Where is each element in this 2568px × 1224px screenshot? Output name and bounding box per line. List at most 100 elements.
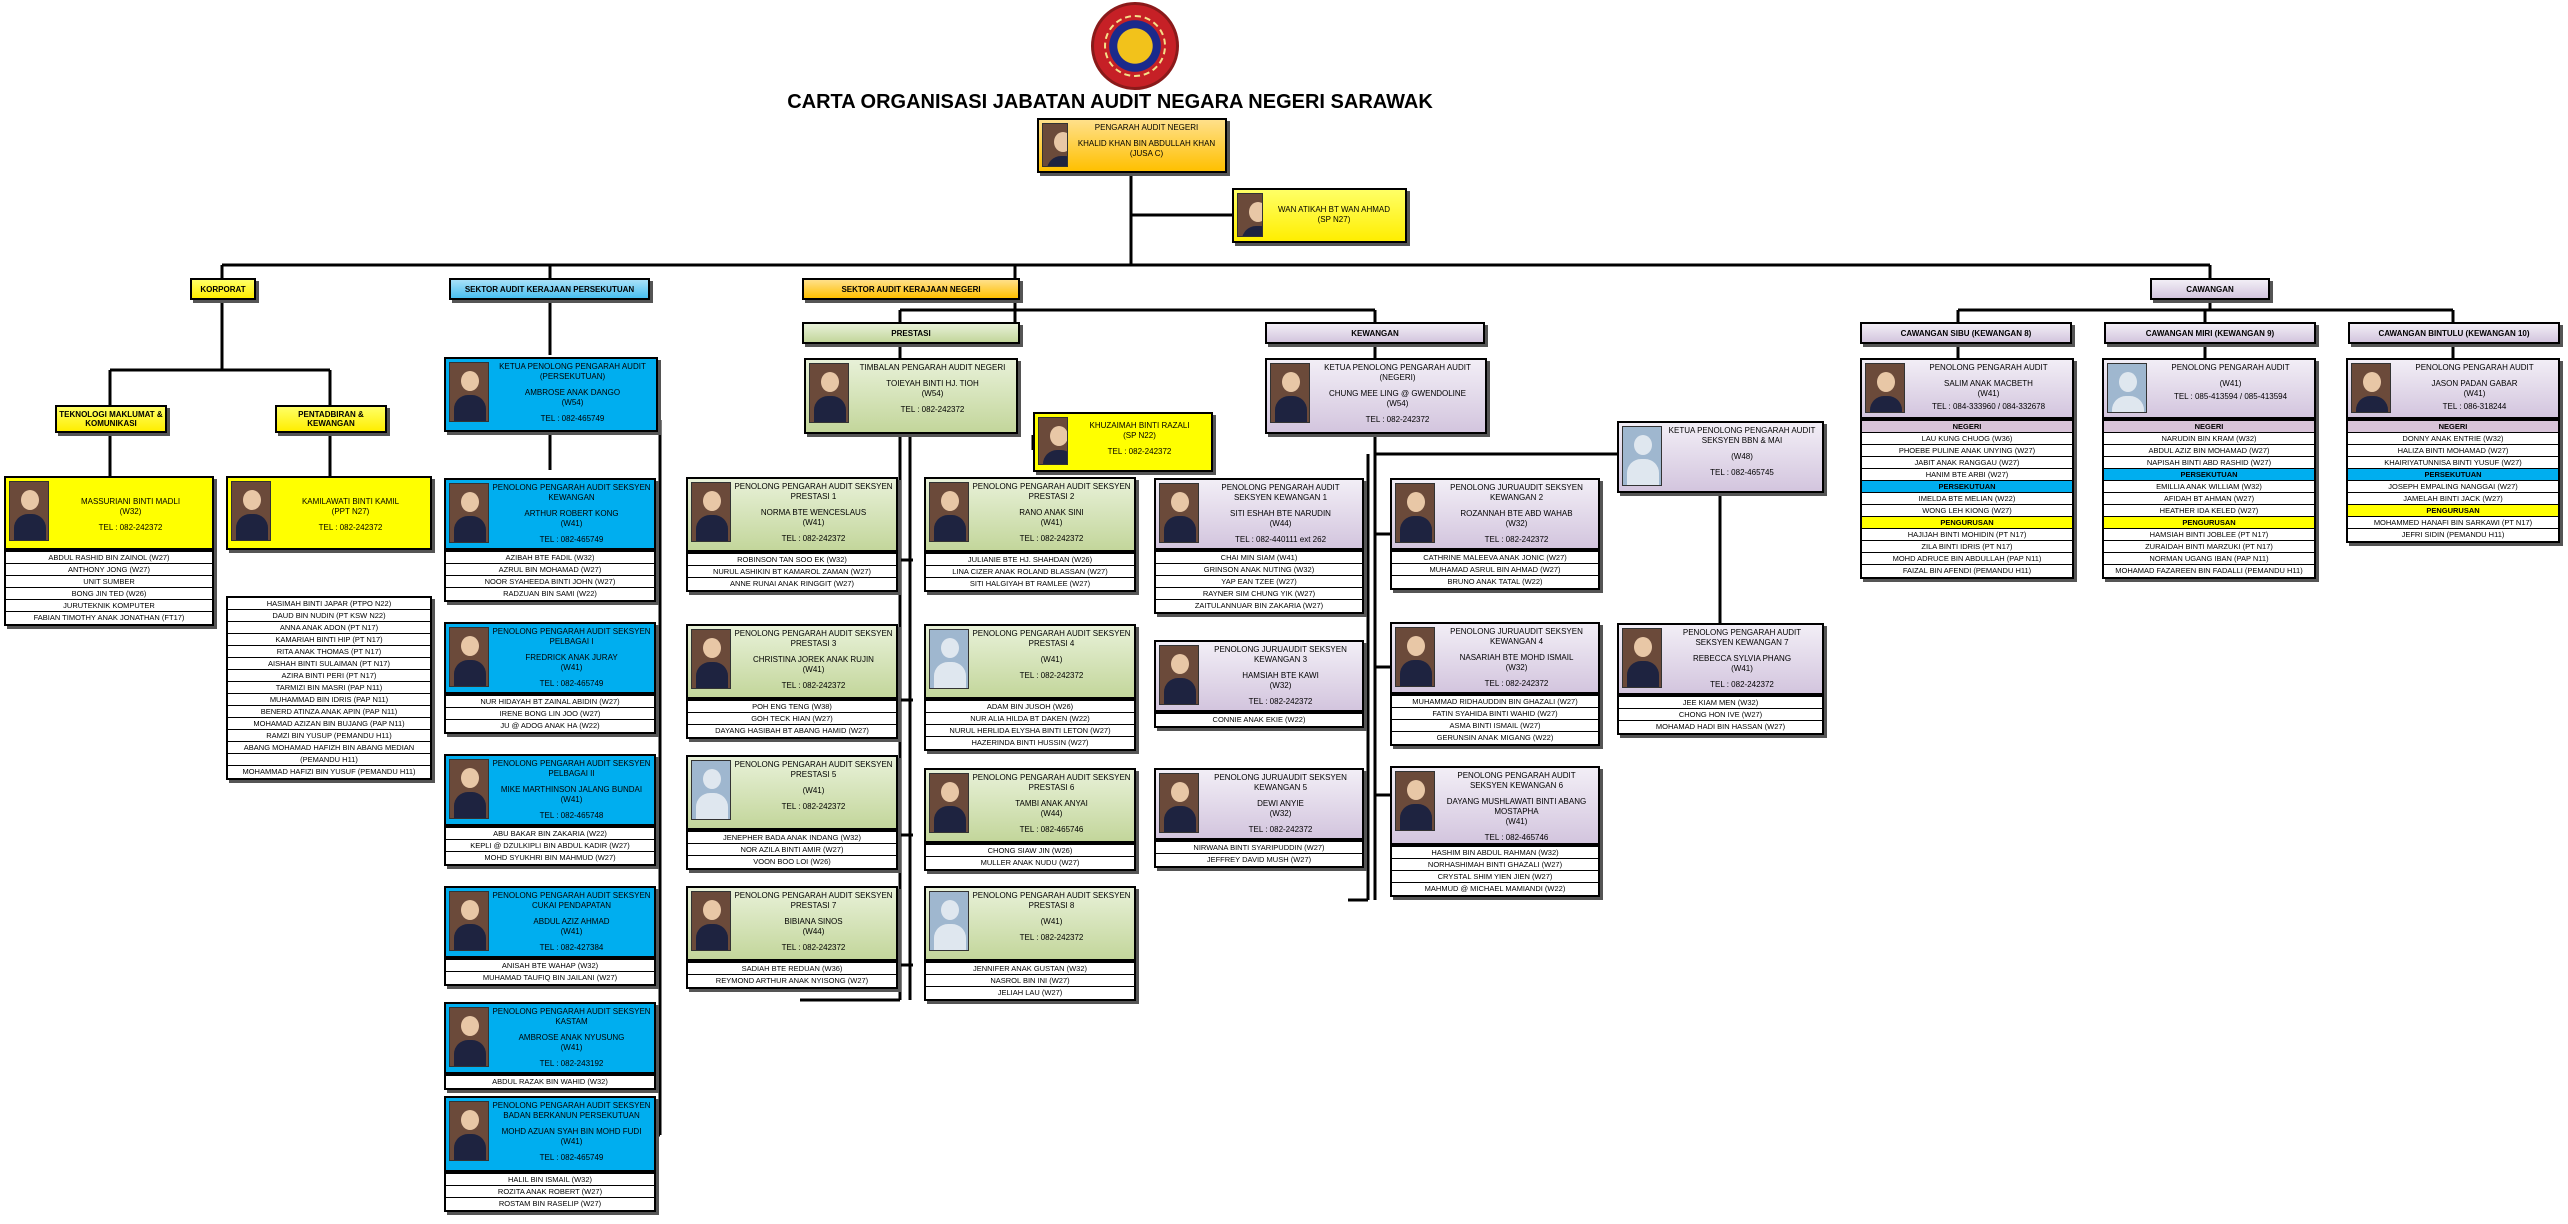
list-item: MUHAMAD TAUFIQ BIN JAILANI (W27) bbox=[482, 973, 618, 982]
list-item: NURUL ASHIKIN BT KAMAROL ZAMAN (W27) bbox=[688, 566, 896, 578]
tmk-head-name: MASSURIANI BINTI MADLI bbox=[80, 497, 181, 506]
unit-title: PENOLONG PENGARAH AUDIT SEKSYEN BADAN BE… bbox=[492, 1101, 651, 1120]
list-item: AFIDAH BT AHMAN (W27) bbox=[2104, 493, 2314, 505]
unit-head-name: SITI ESHAH BTE NARUDIN bbox=[1230, 509, 1331, 518]
list-item: JEFFREY DAVID MUSH (W27) bbox=[1206, 855, 1312, 864]
unit-title: PENOLONG PENGARAH AUDIT SEKSYEN KEWANGAN… bbox=[1682, 628, 1802, 647]
list-item: HASIMAH BINTI JAPAR (PTPO N22) bbox=[228, 598, 430, 610]
unit-head-name: SALIM ANAK MACBETH bbox=[1944, 379, 2033, 388]
list-item: MOHD SYUKHRI BIN MAHMUD (W27) bbox=[484, 853, 616, 862]
list-item: AISHAH BINTI SULAIMAN (PT N17) bbox=[228, 658, 430, 670]
unit-tel: TEL : 082-242372 bbox=[1484, 535, 1549, 544]
unit-title: PENOLONG PENGARAH AUDIT bbox=[2171, 363, 2290, 372]
pent-staff-list: HASIMAH BINTI JAPAR (PTPO N22) DAUD BIN … bbox=[226, 596, 432, 780]
unit-tel: TEL : 082-465746 bbox=[1019, 825, 1084, 834]
bbn-head-grade: (W48) bbox=[1731, 452, 1753, 461]
kew-head-grade: (W54) bbox=[1386, 399, 1409, 408]
list-item: HALIZA BINTI MOHAMAD (W27) bbox=[2348, 445, 2558, 457]
list-item: JABIT ANAK RANGGAU (W27) bbox=[1862, 457, 2072, 469]
unit-title: PENOLONG PENGARAH AUDIT SEKSYEN PRESTASI… bbox=[734, 629, 893, 648]
list-item: BRUNO ANAK TATAL (W22) bbox=[1447, 577, 1543, 586]
unit-tel: TEL : 082-465748 bbox=[539, 811, 604, 820]
list-item: ADAM BIN JUSOH (W26) bbox=[926, 701, 1134, 713]
list-item: JULIANIE BTE HJ. SHAHDAN (W26) bbox=[926, 554, 1134, 566]
unit-tel: TEL : 082-465749 bbox=[539, 679, 604, 688]
list-item: ANNA ANAK ADON (PT N17) bbox=[228, 622, 430, 634]
kew-unit-photo bbox=[1395, 771, 1435, 831]
list-item: ANNE RUNAI ANAK RINGGIT (W27) bbox=[729, 579, 855, 588]
unit-tel: TEL : 082-427384 bbox=[539, 943, 604, 952]
branch-head-photo bbox=[2351, 363, 2391, 413]
unit-head-grade: (W44) bbox=[1269, 519, 1292, 528]
tmk-head-grade: (W32) bbox=[119, 507, 142, 516]
kew-unit-staff: CONNIE ANAK EKIE (W22) bbox=[1154, 712, 1364, 728]
list-item: RAYNER SIM CHUNG YIK (W27) bbox=[1156, 588, 1362, 600]
fed-unit-box: PENOLONG PENGARAH AUDIT SEKSYEN PELBAGAI… bbox=[444, 754, 656, 826]
bbn-head-box: KETUA PENOLONG PENGARAH AUDIT SEKSYEN BB… bbox=[1617, 421, 1824, 493]
unit-head-grade: (W41) bbox=[1040, 518, 1063, 527]
section-korporat: KORPORAT bbox=[190, 278, 256, 300]
prestasi-secretary-photo bbox=[1038, 417, 1068, 465]
fed-unit-staff: NUR HIDAYAH BT ZAINAL ABIDIN (W27) IRENE… bbox=[444, 694, 656, 734]
list-item: REYMOND ARTHUR ANAK NYISONG (W27) bbox=[715, 976, 869, 985]
list-item: WONG LEH KIONG (W27) bbox=[1862, 505, 2072, 517]
list-item: VOON BOO LOI (W26) bbox=[753, 857, 831, 866]
unit-head-name: REBECCA SYLVIA PHANG bbox=[1692, 654, 1792, 663]
unit-tel: TEL : 082-242372 bbox=[781, 943, 846, 952]
director-name: KHALID KHAN BIN ABDULLAH KHAN bbox=[1077, 139, 1216, 148]
kew-unit-photo bbox=[1395, 483, 1435, 543]
list-item: RITA ANAK THOMAS (PT N17) bbox=[228, 646, 430, 658]
unit-head-name: HAMSIAH BTE KAWI bbox=[1242, 671, 1319, 680]
kew-unit-staff: CATHRINE MALEEVA ANAK JONIC (W27) MUHAMA… bbox=[1390, 550, 1600, 590]
list-item: UNIT SUMBER bbox=[6, 576, 212, 588]
unit-head-grade: (W41) bbox=[802, 518, 825, 527]
unit-head-grade: (W41) bbox=[1505, 817, 1528, 826]
unit-title: PENOLONG PENGARAH AUDIT SEKSYEN KEWANGAN bbox=[492, 483, 651, 502]
list-item: DAYANG HASIBAH BT ABANG HAMID (W27) bbox=[715, 726, 869, 735]
placeholder-photo bbox=[929, 629, 969, 689]
kew-unit-photo bbox=[1159, 773, 1199, 833]
placeholder-photo bbox=[2107, 363, 2147, 413]
list-item: EMILLIA ANAK WILLIAM (W32) bbox=[2104, 481, 2314, 493]
unit-tel: TEL : 082-465749 bbox=[539, 1153, 604, 1162]
list-item: JOSEPH EMPALING NANGGAI (W27) bbox=[2348, 481, 2558, 493]
prestasi-secretary-box: KHUZAIMAH BINTI RAZALI(SP N22)TEL : 082-… bbox=[1033, 412, 1213, 472]
unit-title: PENOLONG JURUAUDIT SEKSYEN KEWANGAN 5 bbox=[1214, 773, 1347, 792]
unit-title: PENOLONG JURUAUDIT SEKSYEN KEWANGAN 3 bbox=[1214, 645, 1347, 664]
unit-tel: TEL : 082-242372 bbox=[1484, 679, 1549, 688]
unit-head-name: TAMBI ANAK ANYAI bbox=[1015, 799, 1088, 808]
list-item: FAIZAL BIN AFENDI (PEMANDU H11) bbox=[1902, 566, 2032, 575]
list-item: JAMELAH BINTI JACK (W27) bbox=[2348, 493, 2558, 505]
unit-title: PENOLONG PENGARAH AUDIT SEKSYEN PRESTASI… bbox=[734, 760, 893, 779]
unit-tmk: TEKNOLOGI MAKLUMAT & KOMUNIKASI bbox=[55, 405, 167, 433]
unit-prestasi: PRESTASI bbox=[802, 322, 1020, 344]
unit-title: PENOLONG JURUAUDIT SEKSYEN KEWANGAN 2 bbox=[1450, 483, 1583, 502]
list-item: JURUTEKNIK KOMPUTER bbox=[6, 600, 212, 612]
prestasi-unit-staff: JENEPHER BADA ANAK INDANG (W32) NOR AZIL… bbox=[686, 830, 898, 870]
prestasi-unit-box: PENOLONG PENGARAH AUDIT SEKSYEN PRESTASI… bbox=[686, 624, 898, 699]
unit-title: PENOLONG PENGARAH AUDIT SEKSYEN PRESTASI… bbox=[734, 891, 893, 910]
director-title: PENGARAH AUDIT NEGERI bbox=[1094, 123, 1199, 132]
unit-head-grade: (W41) bbox=[560, 795, 583, 804]
unit-tel: TEL : 082-242372 bbox=[781, 681, 846, 690]
group-header: PERSEKUTUAN bbox=[1862, 481, 2072, 493]
unit-title: PENOLONG PENGARAH AUDIT SEKSYEN PELBAGAI… bbox=[492, 759, 651, 778]
list-item: FATIN SYAHIDA BINTI WAHID (W27) bbox=[1392, 708, 1598, 720]
list-item: IMELDA BTE MELIAN (W22) bbox=[1862, 493, 2072, 505]
branch-staff-list: NEGERI NARUDIN BIN KRAM (W32) ABDUL AZIZ… bbox=[2102, 419, 2316, 579]
list-item: CHONG SIAW JIN (W26) bbox=[926, 845, 1134, 857]
prestasi-secretary-tel: TEL : 082-242372 bbox=[1107, 447, 1172, 456]
list-item: CONNIE ANAK EKIE (W22) bbox=[1212, 715, 1306, 724]
pent-head-photo bbox=[231, 481, 271, 541]
unit-head-grade: (W41) bbox=[1040, 655, 1063, 664]
section-persekutuan: SEKTOR AUDIT KERAJAAN PERSEKUTUAN bbox=[449, 278, 650, 300]
group-header: PERSEKUTUAN bbox=[2104, 469, 2314, 481]
tmk-head-box: MASSURIANI BINTI MADLI(W32)TEL : 082-242… bbox=[4, 476, 214, 550]
list-item: PHOEBE PULINE ANAK UNYING (W27) bbox=[1862, 445, 2072, 457]
